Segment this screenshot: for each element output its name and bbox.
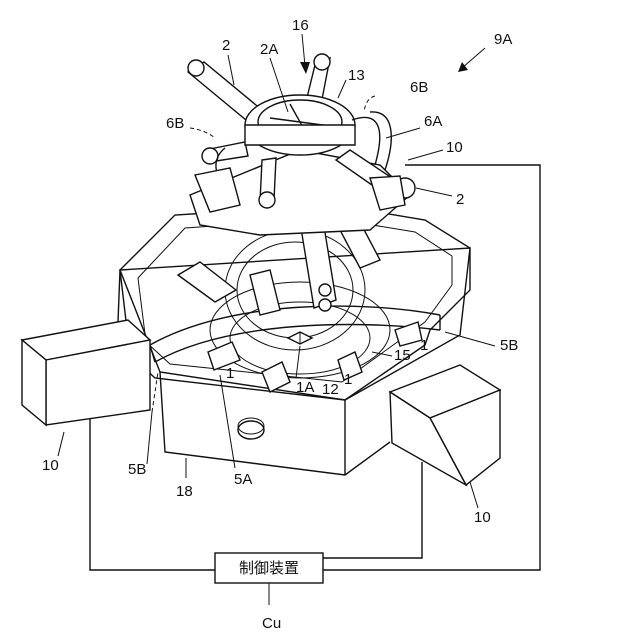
label-2a: 2A: [260, 41, 278, 58]
label-10-bottom: 10: [474, 509, 491, 526]
label-12: 12: [322, 381, 339, 398]
label-16: 16: [292, 17, 309, 34]
side-unit-10-right: [390, 365, 500, 485]
controller-name: 制御装置: [239, 559, 299, 577]
controller-box: 制御装置 Cu: [215, 553, 323, 632]
label-18: 18: [176, 483, 193, 500]
label-10-left: 10: [42, 457, 59, 474]
label-6b-left: 6B: [166, 115, 184, 132]
label-1a: 1A: [296, 379, 314, 396]
label-2-right: 2: [456, 191, 464, 208]
label-15: 15: [394, 347, 411, 364]
side-unit-10-left: [22, 320, 150, 425]
label-5b-right: 5B: [500, 337, 518, 354]
label-5a: 5A: [234, 471, 252, 488]
label-9a: 9A: [494, 31, 512, 48]
label-6b-top: 6B: [410, 79, 428, 96]
label-10-top: 10: [446, 139, 463, 156]
label-1-left: 1: [226, 365, 234, 382]
label-1-right: 1: [420, 337, 428, 354]
label-6a: 6A: [424, 113, 442, 130]
controller-code: Cu: [262, 615, 281, 632]
label-1-mid: 1: [344, 371, 352, 388]
label-2-top: 2: [222, 37, 230, 54]
label-13: 13: [348, 67, 365, 84]
upper-rotor-16: [188, 54, 415, 235]
label-5b-left: 5B: [128, 461, 146, 478]
